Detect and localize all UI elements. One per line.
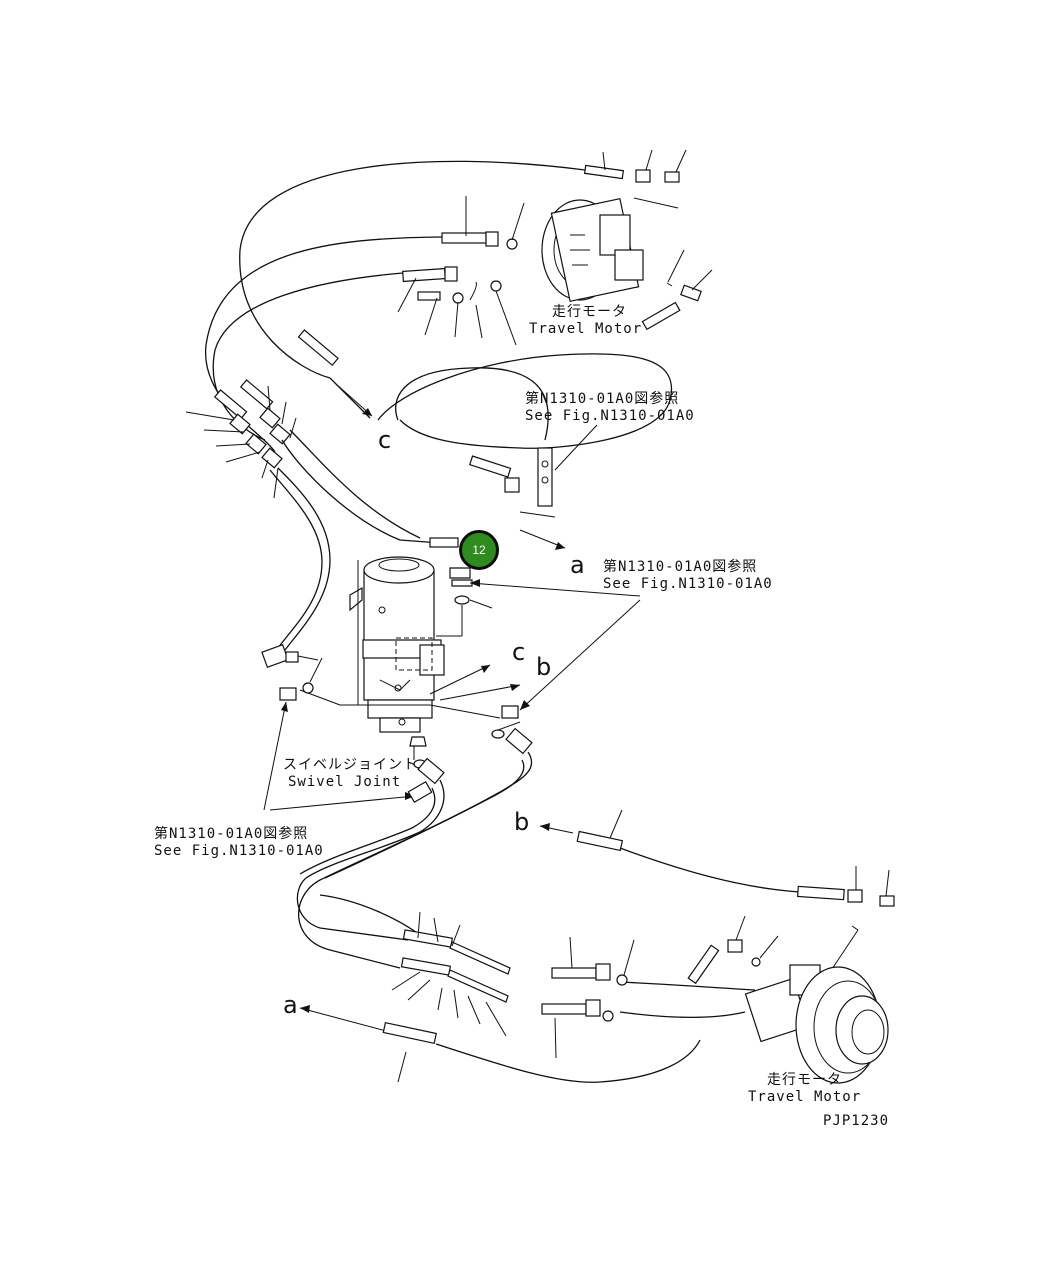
hoses-lower bbox=[296, 727, 756, 1037]
travel-motor-bottom-label-en: Travel Motor bbox=[748, 1089, 862, 1105]
callout-badge[interactable]: 12 bbox=[459, 530, 499, 570]
ref-top-label-en: See Fig.N1310-01A0 bbox=[525, 408, 695, 424]
travel-motor-top-label-en: Travel Motor bbox=[529, 321, 643, 337]
hose-a bbox=[435, 1039, 701, 1083]
letter-b-swivel: b bbox=[536, 653, 552, 681]
lower-fittings bbox=[382, 915, 779, 1083]
letter-a-lower: a bbox=[283, 991, 298, 1019]
travel-motor-top-label-jp: 走行モータ bbox=[552, 304, 627, 320]
arrows bbox=[263, 383, 641, 1033]
travel-motor-bottom bbox=[744, 964, 889, 1084]
swivel-joint bbox=[299, 556, 501, 769]
hose-b bbox=[576, 809, 895, 976]
left-fittings bbox=[185, 379, 297, 499]
ref-left-label-jp: 第N1310-01A0図参照 bbox=[154, 826, 309, 842]
ref-mid-label-jp: 第N1310-01A0図参照 bbox=[603, 559, 758, 575]
letter-c-swivel: c bbox=[512, 638, 526, 666]
ref-left-label-en: See Fig.N1310-01A0 bbox=[154, 843, 324, 859]
letter-b-lower: b bbox=[514, 808, 530, 836]
travel-motor-bottom-label-jp: 走行モータ bbox=[767, 1072, 842, 1088]
letter-c-top: c bbox=[378, 426, 392, 454]
clamp-bracket bbox=[519, 424, 598, 518]
drawing-code: PJP1230 bbox=[823, 1113, 890, 1129]
leader-lines-top bbox=[397, 149, 713, 346]
swivel-side-fittings bbox=[261, 643, 521, 739]
travel-motor-top bbox=[541, 197, 644, 303]
ref-top-label-jp: 第N1310-01A0図参照 bbox=[525, 391, 680, 407]
top-fittings bbox=[402, 164, 702, 331]
hoses-to-swivel bbox=[269, 429, 459, 651]
ref-mid-label-en: See Fig.N1310-01A0 bbox=[603, 576, 773, 592]
swivel-joint-label-en: Swivel Joint bbox=[288, 774, 402, 790]
letter-a-mid: a bbox=[570, 551, 585, 579]
swivel-joint-label-jp: スイベルジョイント bbox=[283, 757, 418, 773]
